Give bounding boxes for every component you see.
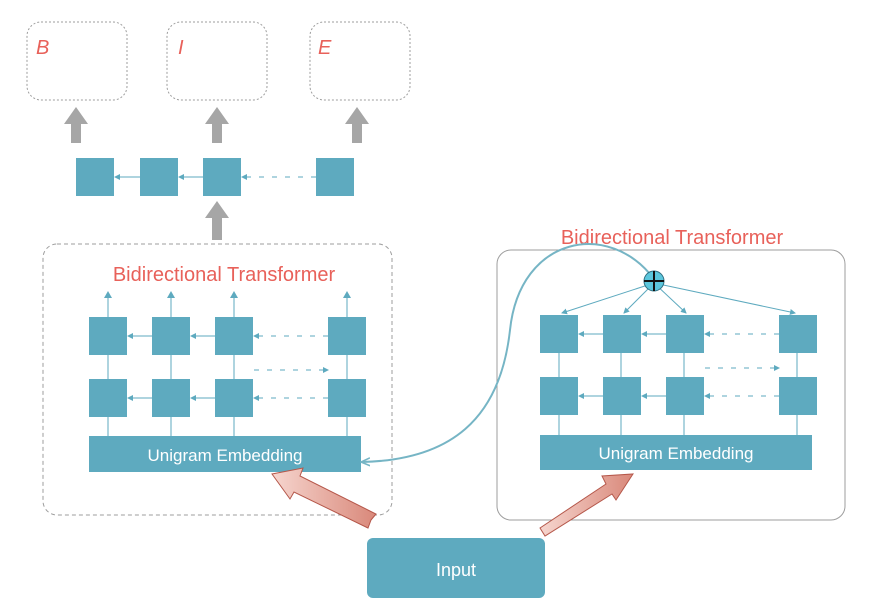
left-unigram-embedding <box>89 436 361 472</box>
left-node-r2-3 <box>215 379 253 417</box>
right-transformer-panel: Bidirectional Transformer <box>496 227 846 521</box>
merge-curve-arrow <box>362 243 655 462</box>
right-node-r2-3 <box>666 377 704 415</box>
right-node-r2-4 <box>779 377 817 415</box>
gray-up-arrow-center <box>205 201 229 240</box>
left-node-r1-2 <box>152 317 190 355</box>
right-node-r1-4 <box>779 315 817 353</box>
right-panel-title: Bidirectional Transformer <box>561 227 784 249</box>
left-node-r1-4 <box>328 317 366 355</box>
output-tag-i: I <box>166 21 268 101</box>
top-sequence-row <box>76 158 354 196</box>
right-node-r2-1 <box>540 377 578 415</box>
left-node-r2-1 <box>89 379 127 417</box>
gray-up-arrow-i <box>205 107 229 143</box>
red-arrow-left <box>271 467 377 529</box>
right-node-r1-1 <box>540 315 578 353</box>
left-node-r1-3 <box>215 317 253 355</box>
left-node-r1-1 <box>89 317 127 355</box>
left-node-r2-4 <box>328 379 366 417</box>
right-node-r2-2 <box>603 377 641 415</box>
gray-up-arrow-e <box>345 107 369 143</box>
left-node-r2-2 <box>152 379 190 417</box>
right-node-r1-3 <box>666 315 704 353</box>
top-node-2 <box>140 158 178 196</box>
right-embedding-label: Unigram Embedding <box>599 444 754 463</box>
left-embedding-label: Unigram Embedding <box>148 446 303 465</box>
merge-plus-icon <box>643 270 665 292</box>
tag-label-e: E <box>318 37 332 59</box>
tag-label-i: I <box>178 37 184 59</box>
tag-label-b: B <box>36 37 49 59</box>
left-panel-title: Bidirectional Transformer <box>113 264 336 286</box>
right-node-r1-2 <box>603 315 641 353</box>
output-tag-e: E <box>309 21 411 101</box>
top-node-1 <box>76 158 114 196</box>
left-transformer-panel: Bidirectional Transformer <box>42 243 393 516</box>
top-node-4 <box>316 158 354 196</box>
output-tag-b: B <box>26 21 128 101</box>
right-unigram-embedding <box>540 435 812 470</box>
gray-up-arrow-b <box>64 107 88 143</box>
gray-arrows <box>64 107 369 240</box>
red-arrow-right <box>539 473 634 537</box>
top-node-3 <box>203 158 241 196</box>
input-label: Input <box>436 560 476 580</box>
input-node: Input <box>367 538 545 598</box>
